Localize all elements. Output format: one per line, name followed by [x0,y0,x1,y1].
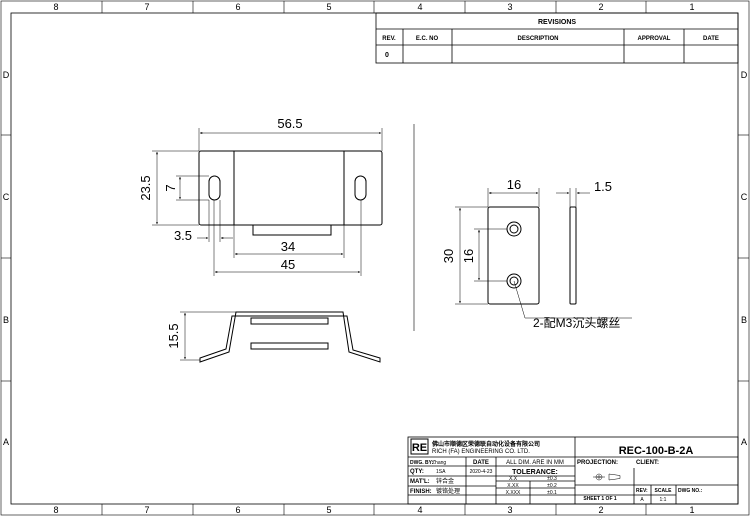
row-label-right-d: D [741,70,748,80]
tolerance-format-3: X.XXX [506,490,521,496]
ec-no-header: E.C. NO [416,36,439,42]
col-label-top-5: 5 [326,2,331,12]
sheet-label: SHEET 1 OF 1 [583,496,617,502]
dim-slot-spacing: 45 [281,257,295,272]
company-name-cn: 佛山市顺德区荣德联自动化设备有限公司 [431,440,540,448]
qty-label: QTY: [410,469,424,475]
tolerance-format-2: X.XX [507,483,519,489]
date-value: 2020-4-23 [470,469,493,475]
tolerance-value-1: ±0.3 [547,476,557,482]
dim-hole-spacing: 16 [461,249,476,263]
dim-plate-height: 30 [441,249,456,263]
row-label-right-a: A [741,437,747,447]
scale-label: SCALE [655,488,673,494]
plate-view-dimensions [455,188,632,319]
description-header: DESCRIPTION [517,36,558,42]
col-label-top-4: 4 [417,2,422,12]
row-label-right-b: B [741,315,747,325]
rev-value: A [640,497,644,503]
col-label-top-8: 8 [53,2,58,12]
revision-row-rev: 0 [385,52,389,59]
left-slot [208,175,221,201]
scale-value: 1:1 [660,497,667,503]
screw-callout: 2-配M3沉头螺丝 [533,316,620,330]
matl-label: MAT'L: [410,479,430,485]
company-logo: RE [412,442,427,454]
qty-value: 1SA [436,469,446,475]
col-label-bottom-6: 6 [235,505,240,515]
row-label-left-b: B [3,315,9,325]
dim-side-height: 15.5 [166,323,181,348]
dwg-by-label: DWG. BY: [410,460,434,466]
side-view-dimensions [180,311,236,361]
col-label-top-7: 7 [144,2,149,12]
dim-slot-offset: 3.5 [174,228,192,243]
col-label-top-6: 6 [235,2,240,12]
tolerance-title: TOLERANCE: [512,469,558,476]
projection-symbol-icon [593,473,621,481]
tolerance-format-1: X.X [509,476,518,482]
tolerance-value-3: ±0.1 [547,490,557,496]
dim-front-width: 56.5 [277,116,302,131]
side-view [199,311,381,363]
date-label: DATE [473,460,489,466]
revisions-table: REVISIONS REV. E.C. NO DESCRIPTION APPRO… [375,12,739,64]
dim-front-height: 23.5 [138,175,153,200]
row-label-right-c: C [741,192,748,202]
col-label-bottom-7: 7 [144,505,149,515]
row-label-left-a: A [3,437,9,447]
col-label-bottom-2: 2 [598,505,603,515]
approval-header: APPROVAL [638,36,671,42]
col-label-bottom-8: 8 [53,505,58,515]
matl-value: 锌合金 [436,477,454,485]
right-slot [354,175,367,201]
col-label-bottom-5: 5 [326,505,331,515]
date-header: DATE [703,36,719,42]
finish-value: 镀铬处理 [436,487,460,495]
front-view [198,150,383,236]
dwg-no-label: DWG NO.: [678,488,702,494]
tolerance-value-2: ±0.2 [547,483,557,489]
dim-plate-thickness: 1.5 [594,179,612,194]
row-label-left-c: C [3,192,10,202]
all-dim-note: ALL DIM. ARE IN MM [506,460,564,466]
rev-label: REV: [636,488,648,494]
dim-plate-width: 16 [507,177,521,192]
dwg-by-value: Zhang [432,460,446,466]
dim-inner-width: 34 [281,239,295,254]
dim-slot-height: 7 [163,184,178,191]
client-label: CLIENT: [636,460,659,466]
logo-box [410,438,429,455]
col-label-top-3: 3 [507,2,512,12]
col-label-top-2: 2 [598,2,603,12]
finish-label: FINISH: [410,489,432,495]
revisions-title: REVISIONS [538,19,576,26]
drawing-number: REC-100-B-2A [619,445,694,457]
col-label-bottom-3: 3 [507,505,512,515]
plate-view [487,206,577,305]
company-name-en: RICH (FA) ENGINEERING CO. LTD. [432,449,530,455]
front-view-dimensions [152,128,383,276]
projection-label: PROJECTION: [577,460,618,466]
rev-header: REV. [382,36,396,42]
title-block: RE 佛山市顺德区荣德联自动化设备有限公司 RICH (FA) ENGINEER… [407,436,739,505]
col-label-bottom-1: 1 [689,505,694,515]
col-label-bottom-4: 4 [417,505,422,515]
row-label-left-d: D [3,70,10,80]
col-label-top-1: 1 [689,2,694,12]
